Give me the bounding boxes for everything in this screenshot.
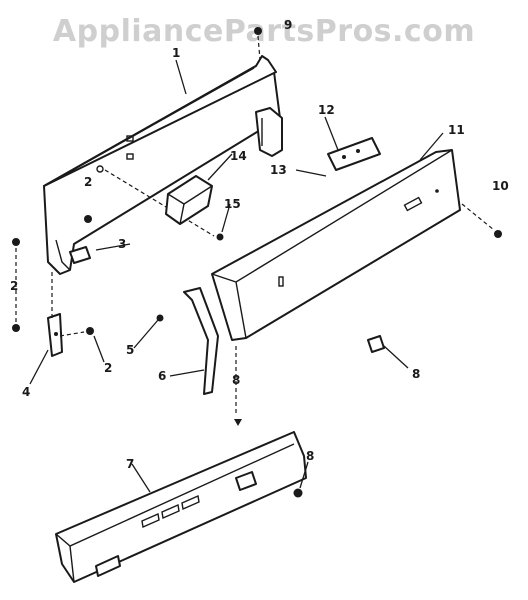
board-12-dot-2 — [356, 149, 360, 153]
screw-10[interactable] — [494, 230, 502, 238]
callout-10: 10 — [492, 179, 509, 193]
screw-8-mid[interactable] — [234, 419, 242, 426]
screw-2-right[interactable] — [86, 327, 94, 335]
board-12-dot-1 — [342, 155, 346, 159]
bracket-3-shape — [69, 246, 91, 264]
part-12-board[interactable] — [327, 137, 381, 171]
control-panel-slot — [403, 196, 423, 212]
part-control-panel[interactable] — [211, 149, 461, 341]
callout-8-lower: 8 — [306, 449, 314, 463]
lower-panel-slot-3 — [181, 494, 200, 511]
backguard-hole-upper — [126, 135, 134, 142]
control-panel-front-corner — [235, 281, 247, 339]
lower-panel-corner — [69, 545, 75, 583]
callout-8-right: 8 — [412, 367, 420, 381]
backguard-top-edge — [47, 67, 255, 185]
part-backguard[interactable] — [43, 55, 283, 275]
callout-5: 5 — [126, 343, 134, 357]
lower-panel-tab — [235, 471, 257, 491]
backguard-hole-lower — [126, 153, 134, 160]
backguard-right-end — [255, 107, 283, 157]
callout-6: 6 — [158, 369, 166, 383]
part-bracket-4[interactable] — [47, 313, 63, 357]
lower-panel-slot-2 — [161, 503, 180, 520]
callout-2-right: 2 — [104, 361, 112, 375]
screw-15[interactable] — [216, 233, 224, 241]
backguard-left-foot — [55, 239, 71, 271]
part-bracket-3[interactable] — [69, 246, 91, 264]
callout-2-left: 2 — [10, 279, 18, 293]
washer-upper-mark — [96, 165, 104, 173]
callout-4: 4 — [22, 385, 30, 399]
part-14-box[interactable] — [165, 175, 213, 225]
screw-2-upper[interactable] — [84, 215, 92, 223]
callout-3: 3 — [118, 237, 126, 251]
callout-1: 1 — [172, 46, 180, 60]
callout-13: 13 — [270, 163, 287, 177]
callout-labels: 1 2 2 2 3 4 5 6 7 8 8 8 9 10 11 12 13 14… — [10, 18, 509, 471]
control-panel-body — [211, 149, 461, 341]
box-14-side-edge — [179, 203, 185, 225]
alignment-lines — [15, 35, 495, 416]
part-lower-panel[interactable] — [55, 431, 307, 583]
lower-panel-foot — [95, 555, 121, 577]
callout-12: 12 — [318, 103, 335, 117]
callout-8-mid: 8 — [232, 373, 240, 387]
lower-panel-body — [55, 431, 307, 583]
callout-14: 14 — [230, 149, 247, 163]
callout-11: 11 — [448, 123, 465, 137]
screw-9-top[interactable] — [254, 27, 262, 35]
callout-7: 7 — [126, 457, 134, 471]
leader-lines — [29, 59, 444, 493]
clip-8-shape — [367, 335, 385, 353]
screw-2-left-bottom[interactable] — [12, 324, 20, 332]
screw-8-right[interactable] — [293, 488, 303, 498]
control-panel-hole — [278, 276, 284, 287]
watermark-text: AppliancePartsPros.com — [52, 14, 476, 49]
callout-2-upper: 2 — [84, 175, 92, 189]
bracket-4-hole — [54, 332, 58, 336]
callout-15: 15 — [224, 197, 241, 211]
callout-9: 9 — [284, 18, 292, 32]
screw-5[interactable] — [156, 314, 164, 322]
part-clip-8[interactable] — [367, 335, 385, 353]
lower-panel-slot-1 — [141, 512, 160, 529]
part-bracket-6[interactable] — [183, 287, 219, 395]
control-panel-dot — [435, 189, 439, 193]
bracket-6-shape — [183, 287, 219, 395]
screw-2-left-top[interactable] — [12, 238, 20, 246]
backguard-front-face — [43, 65, 281, 275]
board-12-shape — [327, 137, 381, 171]
